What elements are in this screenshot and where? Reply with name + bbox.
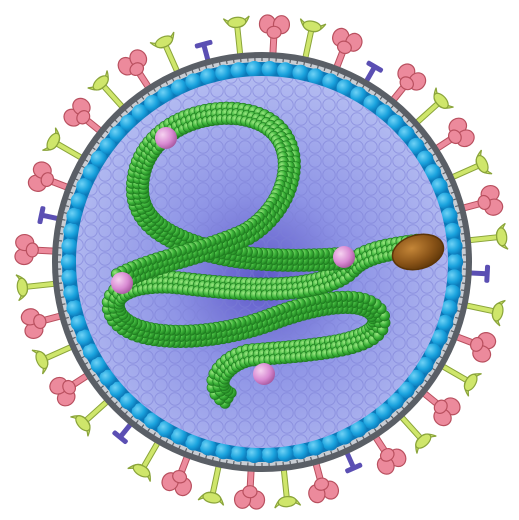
ring-tick xyxy=(462,240,470,241)
green-spike xyxy=(271,468,301,509)
pink-spike xyxy=(234,469,266,510)
pink-spike xyxy=(258,15,290,56)
membrane-bead xyxy=(61,238,77,254)
ring-tick xyxy=(463,276,471,277)
green-spike xyxy=(198,463,231,506)
membrane-bead xyxy=(215,443,231,459)
membrane-bead xyxy=(66,208,82,224)
pink-bead xyxy=(333,246,355,268)
green-spike xyxy=(293,19,326,62)
membrane-bead xyxy=(246,61,262,77)
membrane-bead xyxy=(215,65,231,81)
membrane-bead xyxy=(231,445,247,461)
green-spike xyxy=(223,16,253,57)
ring-tick xyxy=(247,54,248,62)
ring-tick xyxy=(463,247,471,248)
membrane-bead xyxy=(262,447,278,463)
ring-tick xyxy=(283,54,284,62)
membrane-bead xyxy=(246,447,262,463)
ring-tick xyxy=(276,463,277,471)
membrane-bead xyxy=(63,285,79,301)
membrane-bead xyxy=(277,445,293,461)
ring-tick xyxy=(54,276,62,277)
membrane-bead xyxy=(292,443,308,459)
ring-tick xyxy=(247,463,248,471)
membrane-bead xyxy=(231,62,247,78)
ring-tick xyxy=(240,462,241,470)
ring-tick xyxy=(462,283,470,284)
membrane-bead xyxy=(447,254,463,270)
membrane-bead xyxy=(441,208,457,224)
pink-bead xyxy=(111,272,133,294)
ring-tick xyxy=(240,54,241,62)
ring-tick xyxy=(54,240,62,241)
membrane-bead xyxy=(292,65,308,81)
green-spike xyxy=(16,271,57,301)
membrane-bead xyxy=(61,254,77,270)
membrane-bead xyxy=(441,300,457,316)
membrane-bead xyxy=(446,269,462,285)
membrane-bead xyxy=(277,62,293,78)
membrane-bead xyxy=(444,223,460,239)
ring-tick xyxy=(54,247,62,248)
membrane-bead xyxy=(446,238,462,254)
membrane-bead xyxy=(63,223,79,239)
green-spike xyxy=(468,223,509,253)
pink-spike xyxy=(15,234,56,266)
membrane-bead xyxy=(66,300,82,316)
ring-tick xyxy=(54,283,62,284)
ring-tick xyxy=(276,54,277,62)
pink-bead xyxy=(253,363,275,385)
ring-tick xyxy=(283,462,284,470)
green-spike xyxy=(463,293,506,326)
membrane-bead xyxy=(444,285,460,301)
membrane-bead xyxy=(262,61,278,77)
membrane-bead xyxy=(61,269,77,285)
pink-bead xyxy=(155,127,177,149)
